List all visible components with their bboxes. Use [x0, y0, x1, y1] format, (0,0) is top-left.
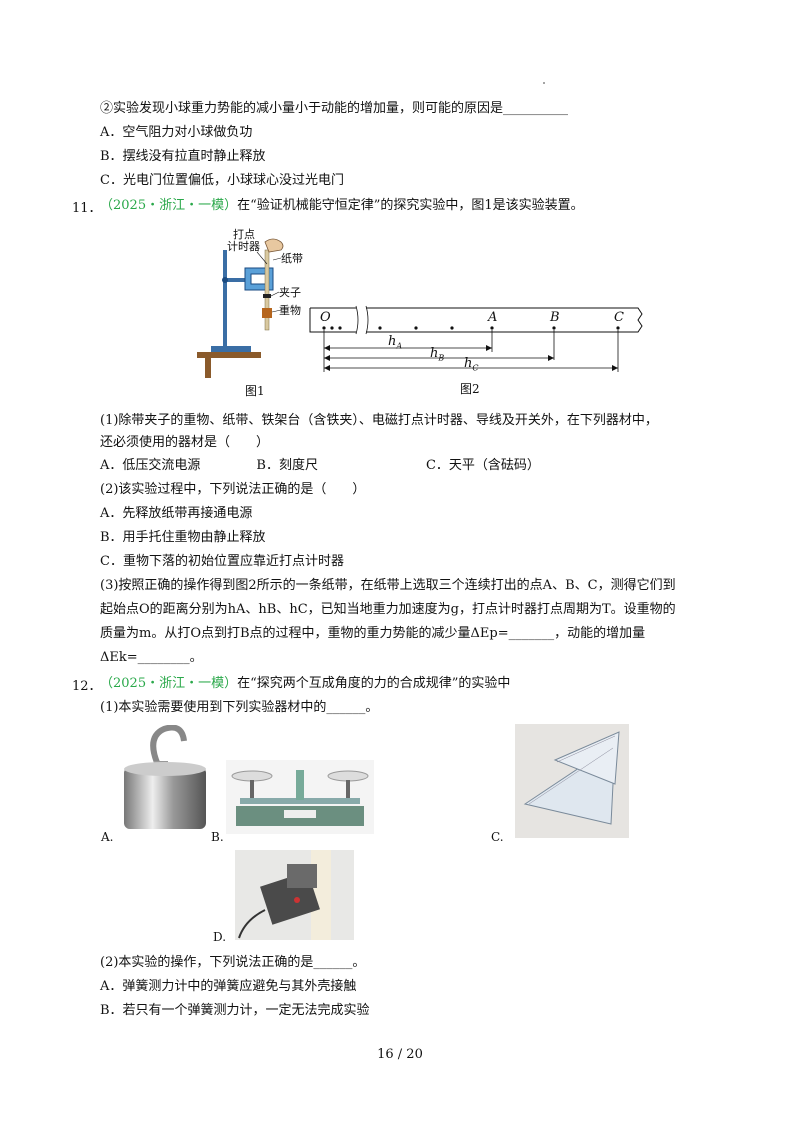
fig1-caption: 图1 [245, 384, 265, 398]
q11-s3-line2: 起始点O的距离分别为hA、hB、hC，已知当地重力加速度为g，打点计时器打点周期… [100, 602, 676, 617]
q11-s1-line1: (1)除带夹子的重物、纸带、铁架台（含铁夹）、电磁打点计时器、导线及开关外，在下… [100, 413, 658, 428]
q11-number: 11． [72, 201, 102, 216]
q10-option-b: B．摆线没有拉直时静止释放 [100, 149, 266, 164]
q11-s1-option-b: B．刻度尺 [256, 458, 318, 473]
q12-s2-option-b: B．若只有一个弹簧测力计，一定无法完成实验 [100, 1003, 370, 1018]
q11-s3-line4: ΔEk=________。 [100, 650, 203, 665]
q11-s1-options: A．低压交流电源 B．刻度尺 C．天平（含砝码） [100, 457, 540, 475]
option-c-label: C. [491, 830, 504, 844]
q11-s2-option-b: B．用手托住重物由静止释放 [100, 530, 266, 545]
q11-s2-option-a: A．先释放纸带再接通电源 [100, 506, 253, 521]
q11-s2-stem: (2)该实验过程中，下列说法正确的是（ ） [100, 482, 366, 497]
option-a-label: A. [101, 830, 114, 844]
option-c-triangle-ruler-image [515, 724, 629, 838]
fig2-point-a: A [488, 310, 498, 325]
option-a-weight-image [118, 725, 212, 833]
q12-s2-option-a: A．弹簧测力计中的弹簧应避免与其外壳接触 [100, 979, 357, 994]
fig2-hb: hB [430, 346, 445, 363]
q10-option-a: A．空气阻力对小球做负功 [100, 125, 253, 140]
figure-2-tape: O A B C hA hB hC 图2 [308, 304, 648, 404]
fig2-ha: hA [388, 334, 403, 351]
q12-stem-line: （2025・浙江・一模）在“探究两个互成角度的力的合成规律”的实验中 [100, 675, 510, 693]
fig2-point-c: C [614, 310, 624, 325]
fig1-label-clip: 夹子 [279, 286, 301, 299]
page-number: 16 / 20 [377, 1047, 423, 1062]
fig2-point-o: O [320, 310, 331, 325]
option-b-label: B. [211, 830, 224, 844]
q11-s1-line2: 还必须使用的器材是（ ） [100, 435, 270, 450]
q11-s1-option-a: A．低压交流电源 [100, 458, 201, 473]
fig1-label-dadian: 打点 [233, 228, 255, 241]
q10-option-c: C．光电门位置偏低，小球球心没过光电门 [100, 173, 344, 188]
q11-s3-line1: (3)按照正确的操作得到图2所示的一条纸带，在纸带上选取三个连续打出的点A、B、… [100, 578, 676, 593]
q12-stem: 在“探究两个互成角度的力的合成规律”的实验中 [237, 676, 511, 691]
fig1-label-tape: 纸带 [281, 252, 303, 265]
q11-stem-line: （2025・浙江・一模）在“验证机械能守恒定律”的探究实验中，图1是该实验装置。 [100, 197, 584, 215]
fig2-point-b: B [550, 310, 560, 325]
fig1-label-weight: 重物 [279, 304, 301, 317]
q12-s2-stem: (2)本实验的操作，下列说法正确的是______。 [100, 955, 366, 970]
q10-sub2: ②实验发现小球重力势能的减小量小于动能的增加量，则可能的原因是_________… [100, 101, 569, 116]
q12-s1-stem: (1)本实验需要使用到下列实验器材中的______。 [100, 700, 379, 715]
option-d-timer-image [235, 850, 354, 940]
q11-stem: 在“验证机械能守恒定律”的探究实验中，图1是该实验装置。 [237, 198, 584, 213]
q11-source-tag: （2025・浙江・一模） [100, 198, 238, 213]
fig2-hc: hC [464, 356, 479, 373]
q11-s2-option-c: C．重物下落的初始位置应靠近打点计时器 [100, 554, 344, 569]
option-b-balance-image [226, 760, 374, 834]
q11-s1-option-c: C．天平（含砝码） [425, 458, 540, 473]
scan-dot [543, 82, 545, 84]
q12-source-tag: （2025・浙江・一模） [100, 676, 238, 691]
fig2-caption: 图2 [460, 382, 480, 396]
figure-1-apparatus: 打点 计时器 纸带 夹子 重物 图1 [195, 222, 305, 402]
q11-s3-line3: 质量为m。从打O点到打B点的过程中，重物的重力势能的减少量ΔEp=_______… [100, 626, 646, 641]
fig1-label-timer: 计时器 [227, 240, 260, 253]
q12-number: 12． [72, 679, 102, 694]
option-d-label: D. [213, 930, 227, 944]
